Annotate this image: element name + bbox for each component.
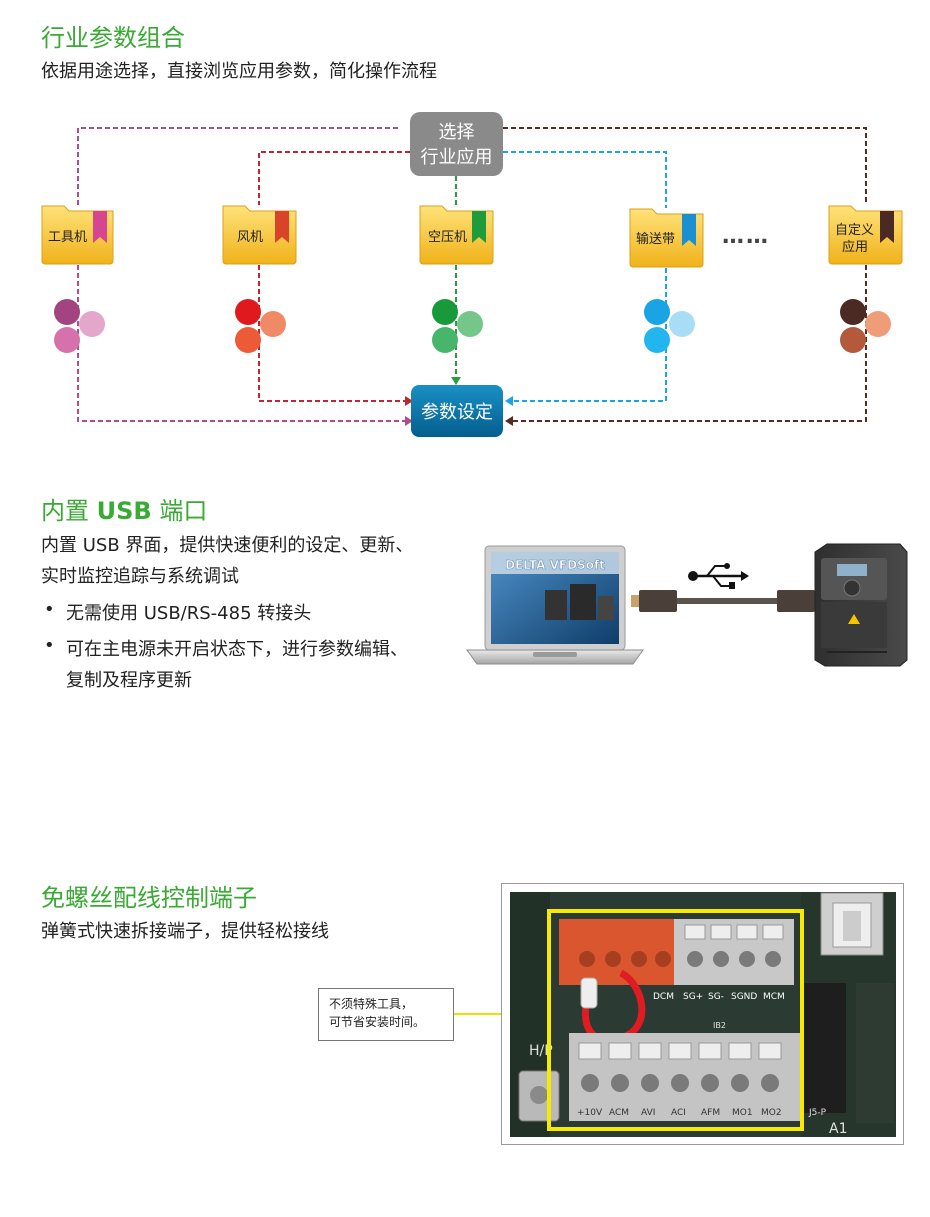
terminal-label-afm: AFM xyxy=(701,1108,720,1118)
terminal-label-sgnd: SGND xyxy=(731,992,757,1002)
folder-label: 自定义 xyxy=(835,223,874,238)
select-industry-box: 选择 行业应用 xyxy=(410,112,503,176)
folder-tab-icon xyxy=(682,214,696,246)
folder-label: 空压机 xyxy=(428,230,467,245)
folder-tab-icon xyxy=(472,211,486,243)
dots-brown xyxy=(840,299,891,353)
terminal-label-avi: AVI xyxy=(641,1108,655,1118)
connector-top-magenta xyxy=(77,127,398,205)
bullet-item-1: 无需使用 USB/RS-485 转接头 xyxy=(44,599,311,625)
callout-box: 不须特殊工具， 可节省安装时间。 xyxy=(318,988,454,1041)
terminal-label-mo1: MO1 xyxy=(732,1108,753,1118)
terminal-label-mcm: MCM xyxy=(763,992,785,1002)
section2-title: 内置 USB 端口 xyxy=(41,491,207,526)
bullet-item-2-line2: 复制及程序更新 xyxy=(66,670,192,691)
board-mark-hp: H/P xyxy=(529,1043,553,1059)
screen-title: DELTA VFDSoft xyxy=(505,558,605,572)
folder-compressor: 空压机 xyxy=(419,205,494,265)
section2-title-post: 端口 xyxy=(151,497,208,525)
highlight-frame xyxy=(547,909,804,1131)
dots-magenta xyxy=(54,299,105,353)
section3-subtitle: 弹簧式快速拆接端子，提供轻松接线 xyxy=(41,921,329,942)
usb-cable xyxy=(631,590,823,612)
board-mark-j5p: J5-P xyxy=(808,1108,827,1118)
terminal-photo: DCM SG+ SG- SGND MCM +10V ACM AVI ACI AF… xyxy=(501,883,904,1145)
param-box-label: 参数设定 xyxy=(421,402,493,423)
connector-bottom-brown xyxy=(513,265,867,422)
terminal-label-aci: ACI xyxy=(671,1108,686,1118)
section2-para-line2: 实时监控追踪与系统调试 xyxy=(41,566,239,587)
select-box-line2: 行业应用 xyxy=(421,147,493,168)
arrow-brown xyxy=(505,416,513,426)
folder-label: 工具机 xyxy=(48,230,87,245)
folder-label: 输送带 xyxy=(636,231,675,247)
folder-tab-icon xyxy=(880,211,894,243)
callout-line1: 不须特殊工具， xyxy=(329,997,414,1011)
laptop-image: DELTA VFDSoft xyxy=(466,545,644,665)
folder-label-2: 应用 xyxy=(842,239,868,255)
connector-bottom-blue xyxy=(513,268,667,402)
section2-title-bold: USB xyxy=(96,497,152,525)
terminal-label-mo2: MO2 xyxy=(761,1108,782,1118)
select-box-line1: 选择 xyxy=(439,122,475,143)
terminal-label-dcm: DCM xyxy=(653,992,674,1002)
folder-custom: 自定义 应用 xyxy=(828,205,903,265)
section2-para-line1: 内置 USB 界面，提供快速便利的设定、更新、 xyxy=(41,535,414,556)
folder-tab-icon xyxy=(93,211,107,243)
terminal-label-sgm: SG- xyxy=(708,992,724,1002)
folder-conveyor: 输送带 xyxy=(629,208,704,268)
section1-subtitle: 依据用途选择，直接浏览应用参数，简化操作流程 xyxy=(41,61,437,82)
arrow-red xyxy=(405,396,413,406)
arrow-green xyxy=(451,377,461,385)
param-setting-box: 参数设定 xyxy=(411,385,503,437)
terminal-label-acm: ACM xyxy=(609,1108,629,1118)
board-mark-a1: A1 xyxy=(829,1121,847,1137)
section2-title-pre: 内置 xyxy=(41,497,97,525)
terminal-label-sgp: SG+ xyxy=(683,992,703,1002)
bullet-item-2-line1: 可在主电源未开启状态下，进行参数编辑、 xyxy=(44,635,408,661)
folder-fan: 风机 xyxy=(222,205,297,265)
ellipsis-text: …… xyxy=(722,224,770,249)
board-mark-ib2: IB2 xyxy=(713,1021,726,1030)
industry-flow-diagram: 选择 行业应用 工具机 风机 空压机 输送带 自定义 应用 …… xyxy=(41,112,903,437)
folder-machine-tool: 工具机 xyxy=(41,205,114,265)
section3-title: 免螺丝配线控制端子 xyxy=(41,884,257,912)
dots-blue xyxy=(644,299,695,353)
connector-top-blue xyxy=(503,151,667,208)
terminal-label-10v: +10V xyxy=(577,1108,603,1118)
dots-red xyxy=(235,299,286,353)
connector-bottom-red xyxy=(258,265,405,402)
drive-image xyxy=(814,543,908,667)
folder-tab-icon xyxy=(275,211,289,243)
usb-icon xyxy=(688,563,749,589)
dots-green xyxy=(432,299,483,353)
usb-connection-illustration: DELTA VFDSoft xyxy=(466,543,908,667)
section1-title: 行业参数组合 xyxy=(41,24,185,52)
callout-line2: 可节省安装时间。 xyxy=(329,1015,426,1029)
arrow-magenta xyxy=(405,416,413,426)
connector-top-brown xyxy=(503,127,867,205)
folder-label: 风机 xyxy=(237,230,263,245)
arrow-blue xyxy=(505,396,513,406)
connector-top-red xyxy=(258,151,410,205)
